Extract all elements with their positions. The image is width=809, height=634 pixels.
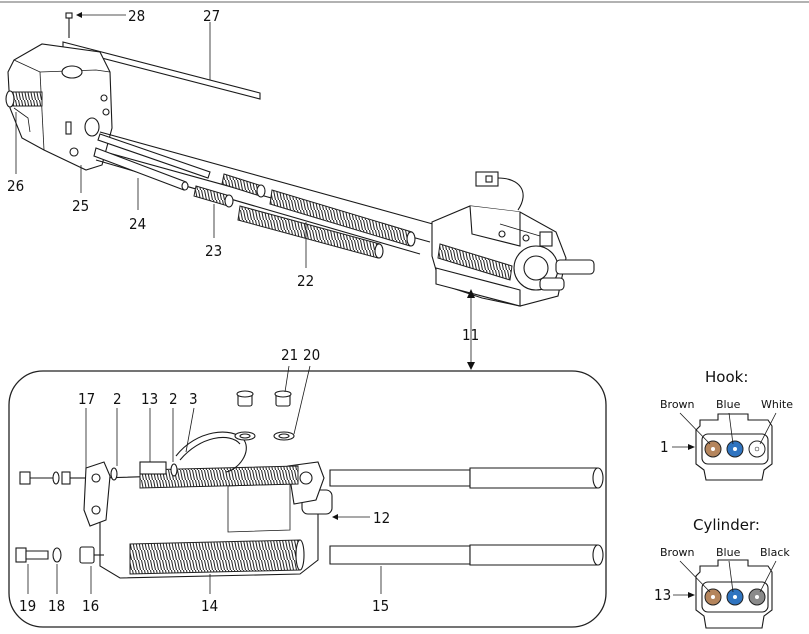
bushings-21 — [236, 390, 292, 407]
callout-3: 3 — [189, 390, 198, 408]
cylinder-pin-label-1: Brown — [660, 546, 695, 559]
callout-19: 19 — [19, 597, 36, 615]
callout-18: 18 — [48, 597, 65, 615]
leader-lines — [15, 12, 475, 594]
callout-12: 12 — [373, 509, 390, 527]
callout-2a: 2 — [113, 390, 122, 408]
callout-25: 25 — [72, 197, 89, 215]
flat-bar-27 — [62, 41, 261, 100]
housing-25 — [7, 43, 113, 171]
callout-11: 11 — [462, 326, 479, 344]
callout-27: 27 — [203, 7, 220, 25]
callout-16: 16 — [82, 597, 99, 615]
springs-22 — [237, 189, 416, 259]
cylinder-callout-13: 13 — [654, 586, 671, 604]
callout-28: 28 — [128, 7, 145, 25]
springs-23 — [193, 173, 266, 208]
callout-20: 20 — [303, 346, 320, 364]
callout-26: 26 — [7, 177, 24, 195]
hook-title: Hook: — [705, 368, 748, 386]
hook-pin-label-3: White — [761, 398, 793, 411]
rod-24 — [93, 133, 211, 191]
cylinder-connector-diagram: Cylinder: Brown Blue Black 13 — [654, 516, 790, 629]
cylinder-assembly-11 — [431, 171, 595, 307]
callout-13: 13 — [141, 390, 158, 408]
cylinder-title: Cylinder: — [693, 516, 760, 534]
callout-15: 15 — [372, 597, 389, 615]
callout-23: 23 — [205, 242, 222, 260]
callout-2b: 2 — [169, 390, 178, 408]
callout-17: 17 — [78, 390, 95, 408]
callout-22: 22 — [297, 272, 314, 290]
hook-pin-label-1: Brown — [660, 398, 695, 411]
lower-assembly — [15, 390, 604, 579]
cylinder-pin-label-2: Blue — [716, 546, 741, 559]
callout-labels: 28 27 26 25 24 23 22 11 21 20 17 2 13 2 … — [7, 7, 479, 615]
screw-28 — [65, 12, 73, 38]
bolt-26 — [5, 90, 43, 108]
callout-24: 24 — [129, 215, 146, 233]
callout-21: 21 — [281, 346, 298, 364]
hook-connector-diagram: Hook: Brown Blue White 1 — [660, 368, 793, 481]
upper-assembly — [5, 12, 595, 307]
cylinder-pin-label-3: Black — [760, 546, 790, 559]
lower-assembly-frame — [8, 370, 607, 628]
hook-callout-1: 1 — [660, 438, 669, 456]
hook-pin-label-2: Blue — [716, 398, 741, 411]
callout-14: 14 — [201, 597, 218, 615]
